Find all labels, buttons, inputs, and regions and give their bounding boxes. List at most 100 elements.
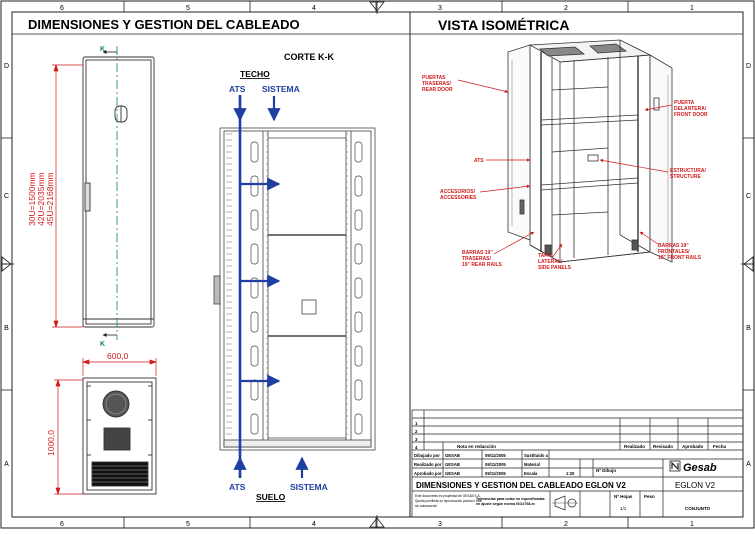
tb-row-date: 09/11/2005 (485, 453, 506, 458)
section-title: CORTE K-K (284, 52, 334, 62)
svg-text:Realizado: Realizado (624, 444, 645, 449)
cabinet-front-view (82, 56, 155, 328)
iso-callout-front-door: PUERTA DELANTERA/ FRONT DOOR (674, 100, 708, 118)
svg-text:19" FRONT RAILS: 19" FRONT RAILS (658, 255, 702, 261)
width-dim-label: 600,0 (107, 351, 129, 361)
grid-col-top-2: 2 (564, 5, 568, 12)
rail-slot-right (354, 209, 363, 231)
rail-slot-left (250, 379, 259, 401)
gesab-logo: Gesab (669, 460, 717, 474)
grid-row-right-A: A (746, 461, 751, 468)
rail-slot-right (354, 345, 363, 367)
svg-text:1: 1 (415, 421, 418, 426)
svg-text:Tolerancias para cotas no espe: Tolerancias para cotas no especificadas (476, 497, 545, 501)
rail-slot-left (250, 277, 259, 299)
cable-entry-arrows (233, 96, 309, 478)
iso-callout-accessories: ACCESORIOS/ ACCESSORIES (440, 189, 477, 201)
tb-row-label: Aprobado por (414, 471, 442, 476)
iso-callout-rear-rails: BARRAS 19" TRASERAS/ 19" REAR RAILS (462, 250, 503, 268)
grid-row-left-A: A (4, 461, 9, 468)
tb-row-name: GESAB (445, 462, 460, 467)
height-dim-30u: 30U=1500mm (27, 172, 37, 226)
section-marker-top: K (100, 46, 105, 53)
rail-slot-left (250, 175, 259, 197)
sistema-bottom-label: SISTEMA (290, 482, 328, 492)
svg-text:Queda prohibida su reproducció: Queda prohibida su reproducción parcial … (415, 499, 482, 503)
rail-slot-left (250, 345, 259, 367)
rail-slot-right (354, 413, 363, 435)
rail-slot-right (354, 311, 363, 333)
tb-row-value: 1:20 (566, 471, 575, 476)
tb-row-field: Escala (524, 471, 538, 476)
tb-row-label: Realizado por (414, 462, 442, 467)
rail-slot-left (250, 243, 259, 265)
grid-col-bottom-2: 2 (564, 521, 568, 528)
tb-row-date: 09/11/2005 (485, 462, 506, 467)
grid-col-top-4: 4 (312, 5, 316, 12)
section-top-label: TECHO (240, 69, 270, 79)
revision-note: Nota en redacción (457, 444, 496, 449)
svg-text:DELANTERA/: DELANTERA/ (674, 106, 707, 112)
iso-callout-leaders (457, 79, 673, 259)
tb-row-label: Dibujado por (414, 453, 440, 458)
sistema-top-label: SISTEMA (262, 84, 300, 94)
iso-callout-ats: ATS (474, 158, 484, 164)
title-block-frame (411, 409, 744, 518)
sheet-count-value: 1/1 (620, 506, 627, 511)
svg-text:REAR DOOR: REAR DOOR (422, 87, 453, 93)
svg-text:Gesab: Gesab (683, 462, 717, 474)
ats-cable-path (238, 95, 281, 478)
svg-text:SIDE PANELS: SIDE PANELS (538, 265, 572, 271)
left-title: DIMENSIONES Y GESTION DEL CABLEADO (28, 17, 300, 32)
grid-col-bottom-1: 1 (690, 521, 694, 528)
isometric-cabinet (528, 39, 652, 263)
grid-row-left-D: D (4, 63, 9, 70)
height-dim-45u: 45U=2168mm (45, 172, 55, 226)
grid-col-top-6: 6 (60, 5, 64, 12)
drawing-number-label: Nº Dibujo (596, 468, 616, 473)
legal-notice: Este documento es propiedad de GESAB S.A… (415, 494, 482, 508)
grid-row-left-B: B (4, 325, 9, 332)
model-name: EGLON V2 (675, 481, 716, 490)
depth-dim-label: 1000,0 (46, 430, 56, 456)
cabinet-top-view (82, 377, 157, 495)
depth-dimension (54, 378, 83, 496)
svg-text:2: 2 (415, 429, 418, 434)
tb-row-field: Material (524, 462, 540, 467)
svg-text:FRONTALES/: FRONTALES/ (658, 249, 690, 255)
grid-row-right-C: C (746, 193, 751, 200)
height-dimension-lines (52, 63, 83, 329)
svg-text:PUERTA: PUERTA (674, 100, 695, 106)
rail-slot-right (354, 277, 363, 299)
svg-text:TRASERAS/: TRASERAS/ (422, 81, 452, 87)
rail-slot-right (354, 379, 363, 401)
rail-slot-right (354, 175, 363, 197)
grid-col-bottom-3: 3 (438, 521, 442, 528)
svg-text:ACCESSORIES: ACCESSORIES (440, 195, 477, 201)
svg-text:en ajuste según norma ISO2768-: en ajuste según norma ISO2768-m (476, 502, 535, 506)
svg-text:sin autorización: sin autorización (415, 504, 437, 508)
section-line-kk (102, 46, 118, 340)
revision-headers: Realizado Revisado Aprobado Fecha (624, 444, 727, 449)
assembly-label: CONJUNTO (685, 506, 711, 511)
grid-col-bottom-4: 4 (312, 521, 316, 528)
rail-slot-right (354, 243, 363, 265)
svg-text:Revisado: Revisado (653, 444, 673, 449)
section-marker-bottom: K (100, 341, 105, 348)
svg-text:BARRAS 19": BARRAS 19" (658, 243, 689, 249)
right-title: VISTA ISOMÉTRICA (438, 17, 569, 33)
grid-col-top-1: 1 (690, 5, 694, 12)
svg-text:4: 4 (415, 445, 418, 450)
weight-label: Peso (644, 494, 655, 499)
tb-row-name: GESAB (445, 471, 460, 476)
iso-callout-side-panels: TAPA LATERAL/ SIDE PANELS (538, 253, 572, 271)
rail-slot-right (354, 141, 363, 163)
svg-text:19" REAR RAILS: 19" REAR RAILS (462, 262, 503, 268)
